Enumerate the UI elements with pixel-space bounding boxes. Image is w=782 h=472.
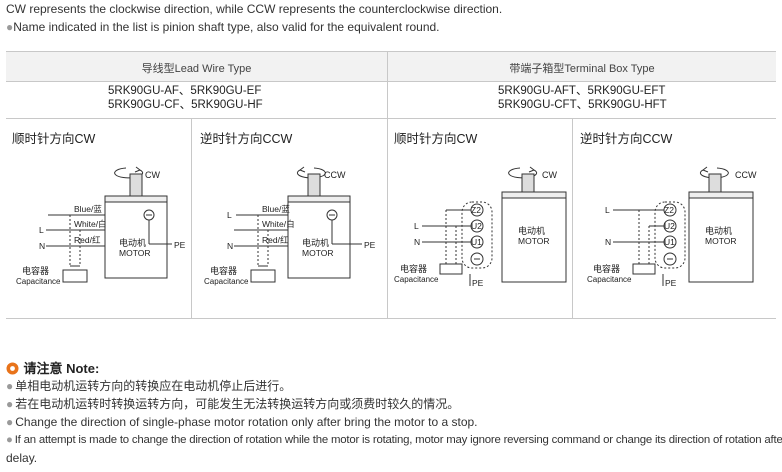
panel-title-terminal-cw: 顺时针方向CW [394, 132, 478, 146]
motor-label-en: MOTOR [518, 236, 549, 246]
panel-title-lead-ccw: 逆时针方向CCW [200, 132, 293, 146]
terminal-u2: U2 [664, 221, 675, 231]
motor-label-en: MOTOR [705, 236, 736, 246]
intro-text-1: CW represents the clockwise direction, w… [6, 2, 503, 16]
rotation-label: CW [542, 170, 557, 180]
header-divider [6, 81, 776, 82]
terminal-model-1: 5RK90GU-AFT、5RK90GU-EFT [498, 85, 666, 97]
note-text: delay. [6, 451, 38, 465]
motor-label-en: MOTOR [302, 248, 333, 258]
line-label-n: N [414, 237, 420, 247]
terminal-u1: U1 [664, 237, 675, 247]
line-label-l: L [605, 205, 610, 215]
table-header-row [6, 52, 776, 81]
capacitor-label-en: Capacitance [587, 275, 632, 284]
column-divider-left [191, 119, 192, 318]
note-text: 若在电动机运转时转换运转方向，可能发生无法转换运转方向或须费时较久的情况。 [15, 397, 460, 411]
column-divider-main [387, 52, 388, 318]
rotation-label: CW [145, 170, 160, 180]
line-label-l: L [414, 221, 419, 231]
pe-label: PE [665, 278, 677, 288]
note-item: ●若在电动机运转时转换运转方向，可能发生无法转换运转方向或须费时较久的情况。 [6, 396, 459, 412]
line-label-n: N [227, 241, 233, 251]
wire-label-white: White/白 [74, 219, 107, 229]
warning-icon [6, 362, 19, 375]
motor-label-cn: 电动机 [302, 237, 329, 248]
wire-label-red: Red/红 [74, 235, 101, 245]
terminal-box-header: 带端子箱型Terminal Box Type [509, 63, 655, 75]
rotation-arrow-icon [114, 167, 144, 179]
bullet-icon: ● [6, 397, 14, 411]
pe-label: PE [472, 278, 484, 288]
panel-title-lead-cw: 顺时针方向CW [12, 132, 96, 146]
column-divider-right [572, 119, 573, 318]
terminal-z2: Z2 [471, 205, 481, 215]
pe-label: PE [174, 240, 186, 250]
pe-label: PE [364, 240, 376, 250]
capacitor-label-cn: 电容器 [593, 263, 620, 274]
capacitor-label-en: Capacitance [394, 275, 439, 284]
terminal-u2: U2 [471, 221, 482, 231]
capacitor-label-cn: 电容器 [400, 263, 427, 274]
line-label-n: N [605, 237, 611, 247]
rotation-label: CCW [735, 170, 757, 180]
note-item: ●单相电动机运转方向的转换应在电动机停止后进行。 [6, 378, 291, 394]
ground-icon [470, 252, 484, 266]
note-item: ●Change the direction of single-phase mo… [6, 414, 478, 430]
bullet-icon: ● [6, 415, 14, 429]
intro-line-2: ●Name indicated in the list is pinion sh… [6, 19, 440, 35]
motor-label-cn: 电动机 [518, 225, 545, 236]
note-text: If an attempt is made to change the dire… [14, 434, 782, 446]
note-item: ●If an attempt is made to change the dir… [6, 432, 782, 448]
bullet-icon: ● [6, 434, 13, 446]
motor-label-cn: 电动机 [119, 237, 146, 248]
wiring-diagram-lead-ccw: CCW Blue/蓝 White/白 Red/红 L N PE 电动机 MOTO… [204, 166, 376, 286]
note-text: 单相电动机运转方向的转换应在电动机停止后进行。 [15, 379, 292, 393]
notes-header: 请注意 Note: [6, 358, 99, 378]
terminal-u1: U1 [471, 237, 482, 247]
table-top-border [6, 51, 776, 52]
lead-model-1: 5RK90GU-AF、5RK90GU-EF [108, 85, 262, 97]
wiring-diagram-terminal-ccw: CCW Z2 U2 U1 L N PE 电动机 MOTOR 电容器 Capaci… [587, 166, 757, 288]
note-text: Change the direction of single-phase mot… [15, 415, 478, 429]
panel-title-terminal-ccw: 逆时针方向CCW [580, 132, 673, 146]
wire-label-blue: Blue/蓝 [74, 204, 102, 214]
wiring-diagram-lead-cw: CW Blue/蓝 White/白 Red/红 L N PE 电动机 MOTOR… [16, 166, 186, 286]
wiring-diagram-terminal-cw: CW Z2 U2 U1 L N PE 电动机 MOTOR 电容器 Capacit… [394, 166, 567, 288]
intro-line-1: CW represents the clockwise direction, w… [6, 1, 502, 17]
capacitor-label-en: Capacitance [16, 277, 61, 286]
bullet-icon: ● [6, 20, 14, 34]
capacitor-label-cn: 电容器 [22, 265, 49, 276]
line-label-l: L [39, 225, 44, 235]
line-label-l: L [227, 210, 232, 220]
terminal-model-2: 5RK90GU-CFT、5RK90GU-HFT [498, 99, 667, 111]
line-label-n: N [39, 241, 45, 251]
wire-label-blue: Blue/蓝 [262, 204, 290, 214]
note-item-continued: delay. [6, 450, 37, 466]
rotation-label: CCW [324, 170, 346, 180]
bullet-icon: ● [6, 379, 14, 393]
wire-label-white: White/白 [262, 219, 295, 229]
intro-text-2: Name indicated in the list is pinion sha… [13, 20, 440, 34]
notes-title: 请注意 Note: [23, 361, 100, 376]
wire-label-red: Red/红 [262, 235, 289, 245]
motor-label-cn: 电动机 [705, 225, 732, 236]
lead-model-2: 5RK90GU-CF、5RK90GU-HF [108, 99, 263, 111]
motor-label-en: MOTOR [119, 248, 150, 258]
lead-wire-header: 导线型Lead Wire Type [141, 63, 252, 75]
rotation-arrow-icon [508, 167, 538, 179]
capacitor-label-cn: 电容器 [210, 265, 237, 276]
ground-icon [663, 252, 677, 266]
models-divider [6, 118, 776, 119]
terminal-z2: Z2 [664, 205, 674, 215]
capacitor-label-en: Capacitance [204, 277, 249, 286]
table-bottom-border [6, 318, 776, 319]
